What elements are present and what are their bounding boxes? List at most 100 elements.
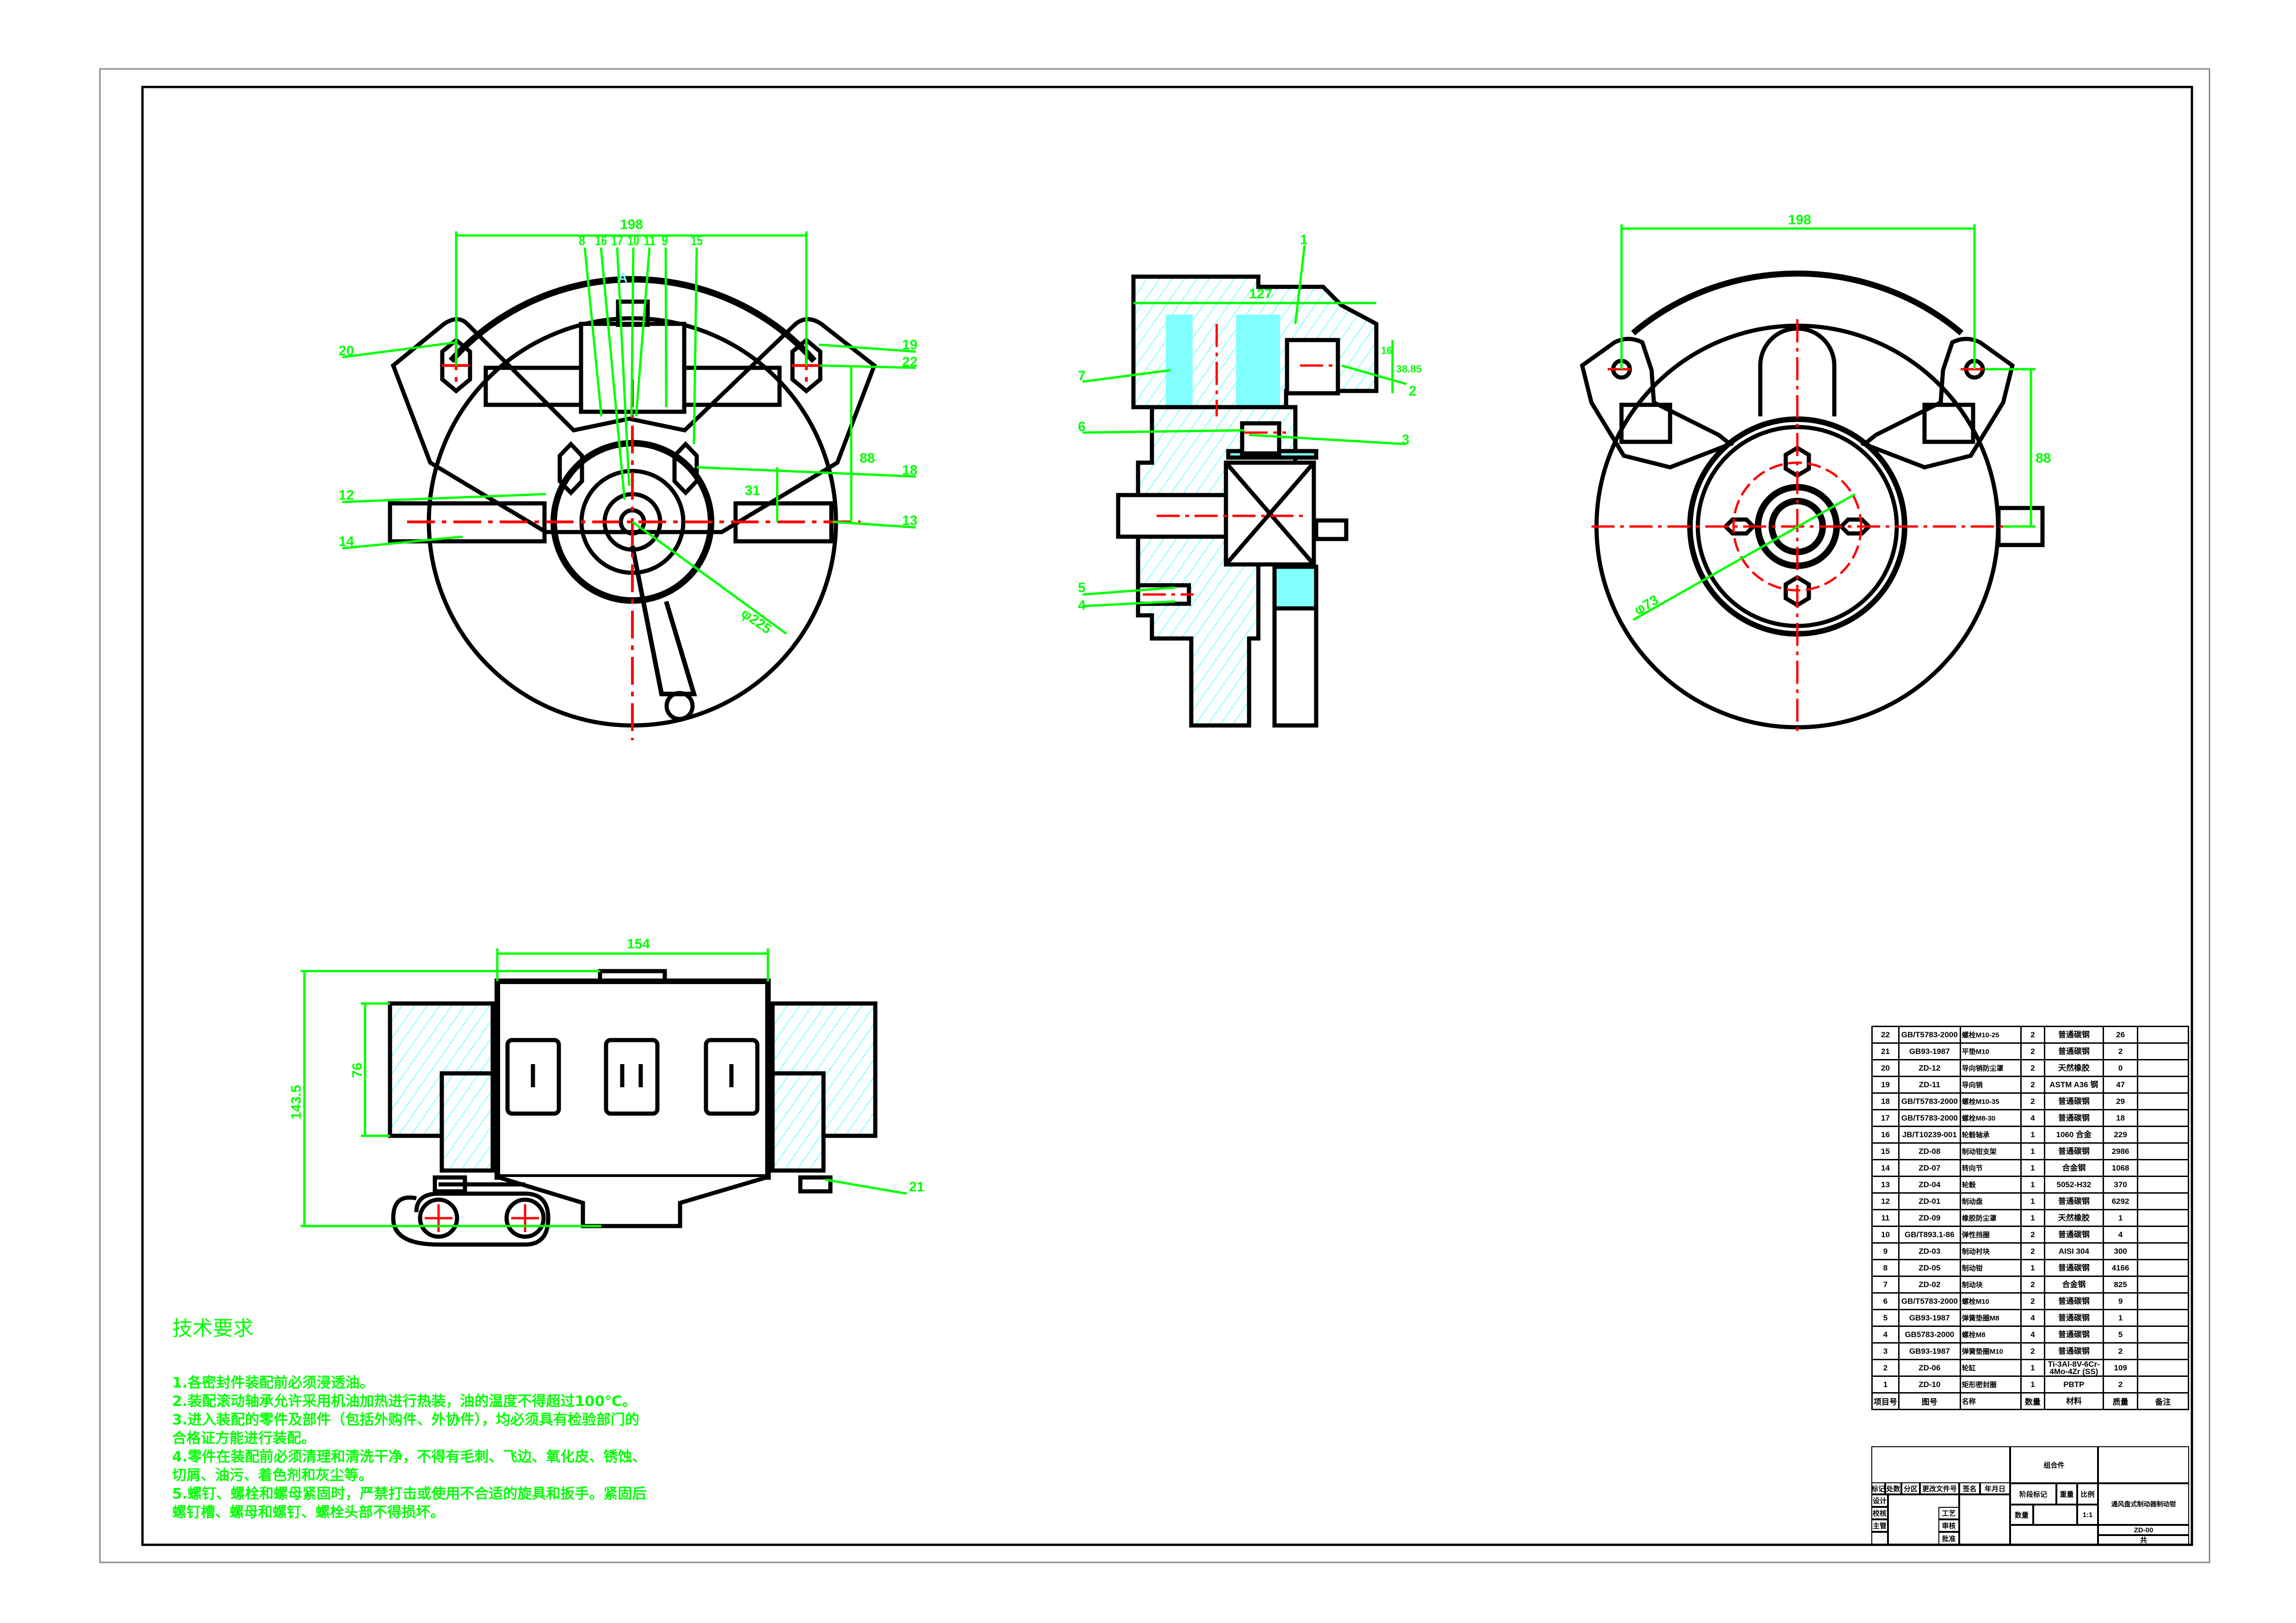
drawing-no-cell: GB/T5783-2000 xyxy=(1898,1292,1961,1310)
drawing-no-cell: ZD-09 xyxy=(1898,1209,1961,1227)
mass-cell: 0 xyxy=(2103,1059,2139,1077)
balloon: 2 xyxy=(1409,384,1417,399)
requirement-line: 合格证方能进行装配。 xyxy=(172,1430,316,1447)
balloon: 15 xyxy=(691,233,703,248)
remark-cell xyxy=(2137,1059,2189,1077)
section-view xyxy=(1116,274,1379,728)
date-area xyxy=(1959,1494,2010,1545)
part-name-cell: 转向节 xyxy=(1959,1159,2022,1177)
part-name-cell: 橡胶防尘罩 xyxy=(1959,1209,2022,1227)
revision-header: 更改文件号 xyxy=(1920,1482,1959,1494)
section-view-dimensions xyxy=(1082,245,1407,607)
balloon: 6 xyxy=(1078,419,1086,434)
mass-cell: 1 xyxy=(2103,1309,2139,1327)
mass-cell: 1 xyxy=(2103,1209,2139,1227)
supervisor-label: 主管 xyxy=(1871,1519,1888,1532)
drawing-no-cell: ZD-05 xyxy=(1898,1259,1961,1277)
item-no-cell: 项目号 xyxy=(1871,1392,1900,1410)
approve-label: 批准 xyxy=(1938,1532,1959,1545)
material-cell: 普通碳钢 xyxy=(2043,1342,2104,1360)
remark-cell xyxy=(2137,1192,2189,1210)
stage-mark-label: 阶段标记 xyxy=(2010,1483,2056,1505)
remark-cell xyxy=(2137,1042,2189,1060)
quantity-cell: 2 xyxy=(2020,1292,2045,1310)
quantity-cell: 2 xyxy=(2020,1076,2045,1094)
drawing-no-cell: GB/T5783-2000 xyxy=(1898,1026,1961,1044)
drawing-no-cell: GB/T5783-2000 xyxy=(1898,1092,1961,1110)
balloon: 20 xyxy=(339,343,354,359)
balloon: 14 xyxy=(339,534,354,549)
quantity-cell: 1 xyxy=(2020,1176,2045,1194)
material-cell: 合金钢 xyxy=(2043,1276,2104,1294)
remark-cell xyxy=(2137,1176,2189,1194)
outer-frame xyxy=(99,68,2210,1563)
remark-cell xyxy=(2137,1375,2189,1394)
weight-value xyxy=(2033,1505,2077,1525)
item-no-cell: 12 xyxy=(1871,1192,1900,1210)
material-cell: PBTP xyxy=(2043,1375,2104,1394)
material-cell: 5052-H32 xyxy=(2043,1176,2104,1194)
mass-cell: 1068 xyxy=(2103,1159,2139,1177)
item-no-cell: 7 xyxy=(1871,1276,1900,1294)
balloon: 16 xyxy=(595,233,607,248)
item-no-cell: 15 xyxy=(1871,1142,1900,1160)
balloon: 22 xyxy=(902,354,917,370)
mass-cell: 109 xyxy=(2103,1359,2139,1377)
item-no-cell: 5 xyxy=(1871,1309,1900,1327)
revision-header: 签名 xyxy=(1959,1482,1980,1494)
mass-cell: 229 xyxy=(2103,1126,2139,1144)
remark-cell xyxy=(2137,1109,2189,1127)
material-cell: 天然橡胶 xyxy=(2043,1059,2104,1077)
balloon: 3 xyxy=(1402,432,1410,447)
dimension-label: 76 xyxy=(350,1063,365,1078)
mass-cell: 29 xyxy=(2103,1092,2139,1110)
part-name-cell: 导向销 xyxy=(1959,1076,2022,1094)
dimension-label: 88 xyxy=(860,451,875,466)
requirement-line: 2.装配滚动轴承允许采用机油加热进行热装，油的温度不得超过100℃。 xyxy=(172,1393,637,1410)
balloon: 8 xyxy=(579,233,585,248)
item-no-cell: 3 xyxy=(1871,1342,1900,1360)
material-cell: AISI 304 xyxy=(2043,1242,2104,1260)
balloon: 19 xyxy=(902,337,917,353)
bom-header-row: 项目号图号名称数量材料质量备注 xyxy=(1871,1392,2189,1410)
dimension-label: 127 xyxy=(1249,286,1272,302)
mass-cell: 5 xyxy=(2103,1326,2139,1344)
revision-header: 标记 xyxy=(1871,1482,1885,1494)
dimension-label: 198 xyxy=(620,217,643,232)
remark-cell xyxy=(2137,1326,2189,1344)
material-cell: 普通碳钢 xyxy=(2043,1192,2104,1210)
part-name-cell: 制动衬块 xyxy=(1959,1242,2022,1260)
balloon: 10 xyxy=(627,233,639,248)
item-no-cell: 13 xyxy=(1871,1176,1900,1194)
material-cell: 普通碳钢 xyxy=(2043,1142,2104,1160)
revision-header: 分区 xyxy=(1901,1482,1920,1494)
item-no-cell: 22 xyxy=(1871,1026,1900,1044)
quantity-cell: 4 xyxy=(2020,1326,2045,1344)
remark-cell xyxy=(2137,1259,2189,1277)
balloon: 9 xyxy=(662,233,668,248)
item-no-cell: 8 xyxy=(1871,1259,1900,1277)
rear-view-dimensions xyxy=(1620,224,2036,621)
drawing-no-cell: GB93-1987 xyxy=(1898,1342,1961,1360)
empty-cell xyxy=(1871,1532,1888,1545)
requirement-line: 3.进入装配的零件及部件（包括外购件、外协件），均必须具有检验部门的 xyxy=(172,1412,639,1428)
part-name-cell: 制动块 xyxy=(1959,1276,2022,1294)
quantity-cell: 2 xyxy=(2020,1042,2045,1060)
quantity-cell: 2 xyxy=(2020,1276,2045,1294)
item-no-cell: 20 xyxy=(1871,1059,1900,1077)
requirement-line: 4.零件在装配前必须清理和清洗干净，不得有毛刺、飞边、氧化皮、锈蚀、 xyxy=(172,1449,647,1465)
remark-cell xyxy=(2137,1226,2189,1244)
material-cell: 天然橡胶 xyxy=(2043,1209,2104,1227)
quantity-cell: 2 xyxy=(2020,1059,2045,1077)
part-name-cell: 螺栓M8-30 xyxy=(1959,1109,2022,1127)
item-no-cell: 1 xyxy=(1871,1375,1900,1394)
dimension-label: 31 xyxy=(745,483,760,498)
